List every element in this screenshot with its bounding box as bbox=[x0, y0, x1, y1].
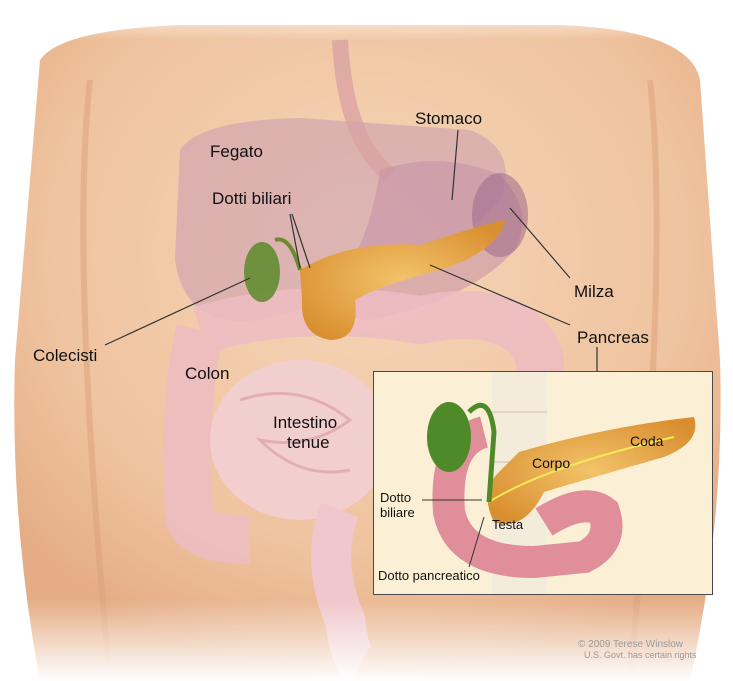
label-stomaco: Stomaco bbox=[415, 109, 483, 128]
pancreas bbox=[300, 220, 505, 340]
credit-line-2: U.S. Govt. has certain rights bbox=[584, 649, 697, 660]
inset-label-dotto: Dotto bbox=[380, 490, 412, 505]
colon bbox=[162, 288, 564, 564]
inset-label-corpo: Corpo bbox=[532, 455, 571, 471]
inset-label-biliare: biliare bbox=[380, 505, 415, 520]
bile-ducts bbox=[274, 237, 302, 271]
bile-duct bbox=[467, 402, 497, 503]
esophagus bbox=[332, 39, 396, 182]
inset-label-dotto-pancreatico: Dotto pancreatico bbox=[378, 568, 480, 583]
label-tenue: tenue bbox=[287, 433, 330, 452]
label-pancreas: Pancreas bbox=[577, 328, 649, 347]
label-colon: Colon bbox=[185, 364, 230, 383]
pancreas-detail-inset: Coda Corpo Dotto biliare Testa Dotto pan… bbox=[373, 371, 713, 595]
credit-line-1: © 2009 Terese Winslow bbox=[578, 639, 684, 650]
label-intestino: Intestino bbox=[273, 413, 338, 432]
inset-illustration bbox=[422, 372, 696, 594]
inset-gallbladder bbox=[427, 402, 471, 472]
label-fegato: Fegato bbox=[210, 142, 263, 161]
label-colecisti: Colecisti bbox=[33, 346, 98, 365]
pancreatic-duct bbox=[488, 436, 675, 503]
label-dotti-biliari: Dotti biliari bbox=[212, 189, 292, 208]
label-milza: Milza bbox=[574, 282, 614, 301]
inset-label-coda: Coda bbox=[630, 433, 664, 449]
leader-lines bbox=[104, 129, 598, 440]
copyright-credit: © 2009 Terese Winslow U.S. Govt. has cer… bbox=[578, 639, 697, 660]
inset-label-testa: Testa bbox=[492, 517, 524, 532]
gallbladder bbox=[244, 242, 280, 302]
